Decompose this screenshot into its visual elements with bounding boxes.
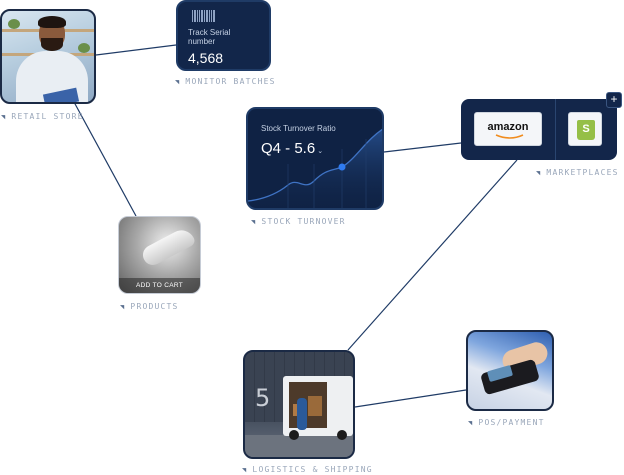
caption-tick-icon: ◥: [1, 113, 7, 121]
connector-logistics-pos: [354, 389, 467, 408]
add-marketplace-button[interactable]: +: [606, 92, 622, 108]
stock-label: Stock Turnover Ratio: [261, 124, 336, 133]
shoe-image: [139, 225, 197, 269]
connector-retail-products: [73, 101, 137, 217]
caption-retail-store: ◥RETAIL STORE: [1, 112, 84, 121]
shopify-bag-icon: S: [577, 120, 595, 140]
add-to-cart-button[interactable]: ADD TO CART: [119, 278, 200, 293]
marketplaces-card[interactable]: amazon S: [461, 99, 617, 160]
wheel-icon: [337, 430, 347, 440]
caption-tick-icon: ◥: [536, 169, 542, 177]
barcode-icon: [192, 10, 259, 22]
amazon-smile-icon: [495, 134, 524, 139]
serial-value: 4,568: [188, 50, 224, 66]
caption-tick-icon: ◥: [468, 419, 474, 427]
pos-payment-photo[interactable]: [466, 330, 554, 411]
ground: [245, 435, 353, 457]
package-icon: [308, 396, 322, 416]
caption-tick-icon: ◥: [175, 78, 181, 86]
courier-figure: [297, 398, 307, 430]
caption-products: ◥PRODUCTS: [120, 302, 179, 311]
amazon-logo[interactable]: amazon: [474, 112, 542, 146]
turnover-trend-graph: [248, 128, 382, 208]
serial-label: Track Serial number: [188, 28, 231, 46]
track-serial-card[interactable]: Track Serial number 4,568: [176, 0, 271, 71]
bay-number: 5: [255, 384, 271, 412]
person-hair: [38, 16, 66, 28]
caption-tick-icon: ◥: [120, 303, 126, 311]
caption-stock-turnover: ◥STOCK TURNOVER: [251, 217, 346, 226]
caption-pos-payment: ◥POS/PAYMENT: [468, 418, 545, 427]
person-beard: [41, 38, 63, 51]
connector-retail-serial: [95, 44, 177, 56]
connector-stock-market: [383, 142, 462, 153]
stock-value: Q4 - 5.6⌄: [261, 140, 324, 157]
caption-tick-icon: ◥: [242, 466, 248, 474]
connector-market-logistics: [347, 159, 518, 351]
caption-tick-icon: ◥: [251, 218, 257, 226]
logistics-photo[interactable]: 5: [243, 350, 355, 459]
stock-turnover-card[interactable]: Stock Turnover Ratio Q4 - 5.6⌄: [246, 107, 384, 210]
caption-monitor-batches: ◥MONITOR BATCHES: [175, 77, 276, 86]
plant-icon: [78, 43, 90, 53]
divider: [555, 99, 556, 160]
shopify-logo[interactable]: S: [568, 112, 602, 146]
caption-marketplaces: ◥MARKETPLACES: [536, 168, 619, 177]
products-card[interactable]: ADD TO CART: [118, 216, 201, 294]
chevron-down-icon[interactable]: ⌄: [317, 148, 324, 155]
caption-logistics-shipping: ◥LOGISTICS & SHIPPING: [242, 465, 373, 474]
wheel-icon: [289, 430, 299, 440]
plant-icon: [8, 19, 20, 29]
highlight-point[interactable]: [338, 163, 346, 171]
retail-store-photo[interactable]: [0, 9, 96, 104]
